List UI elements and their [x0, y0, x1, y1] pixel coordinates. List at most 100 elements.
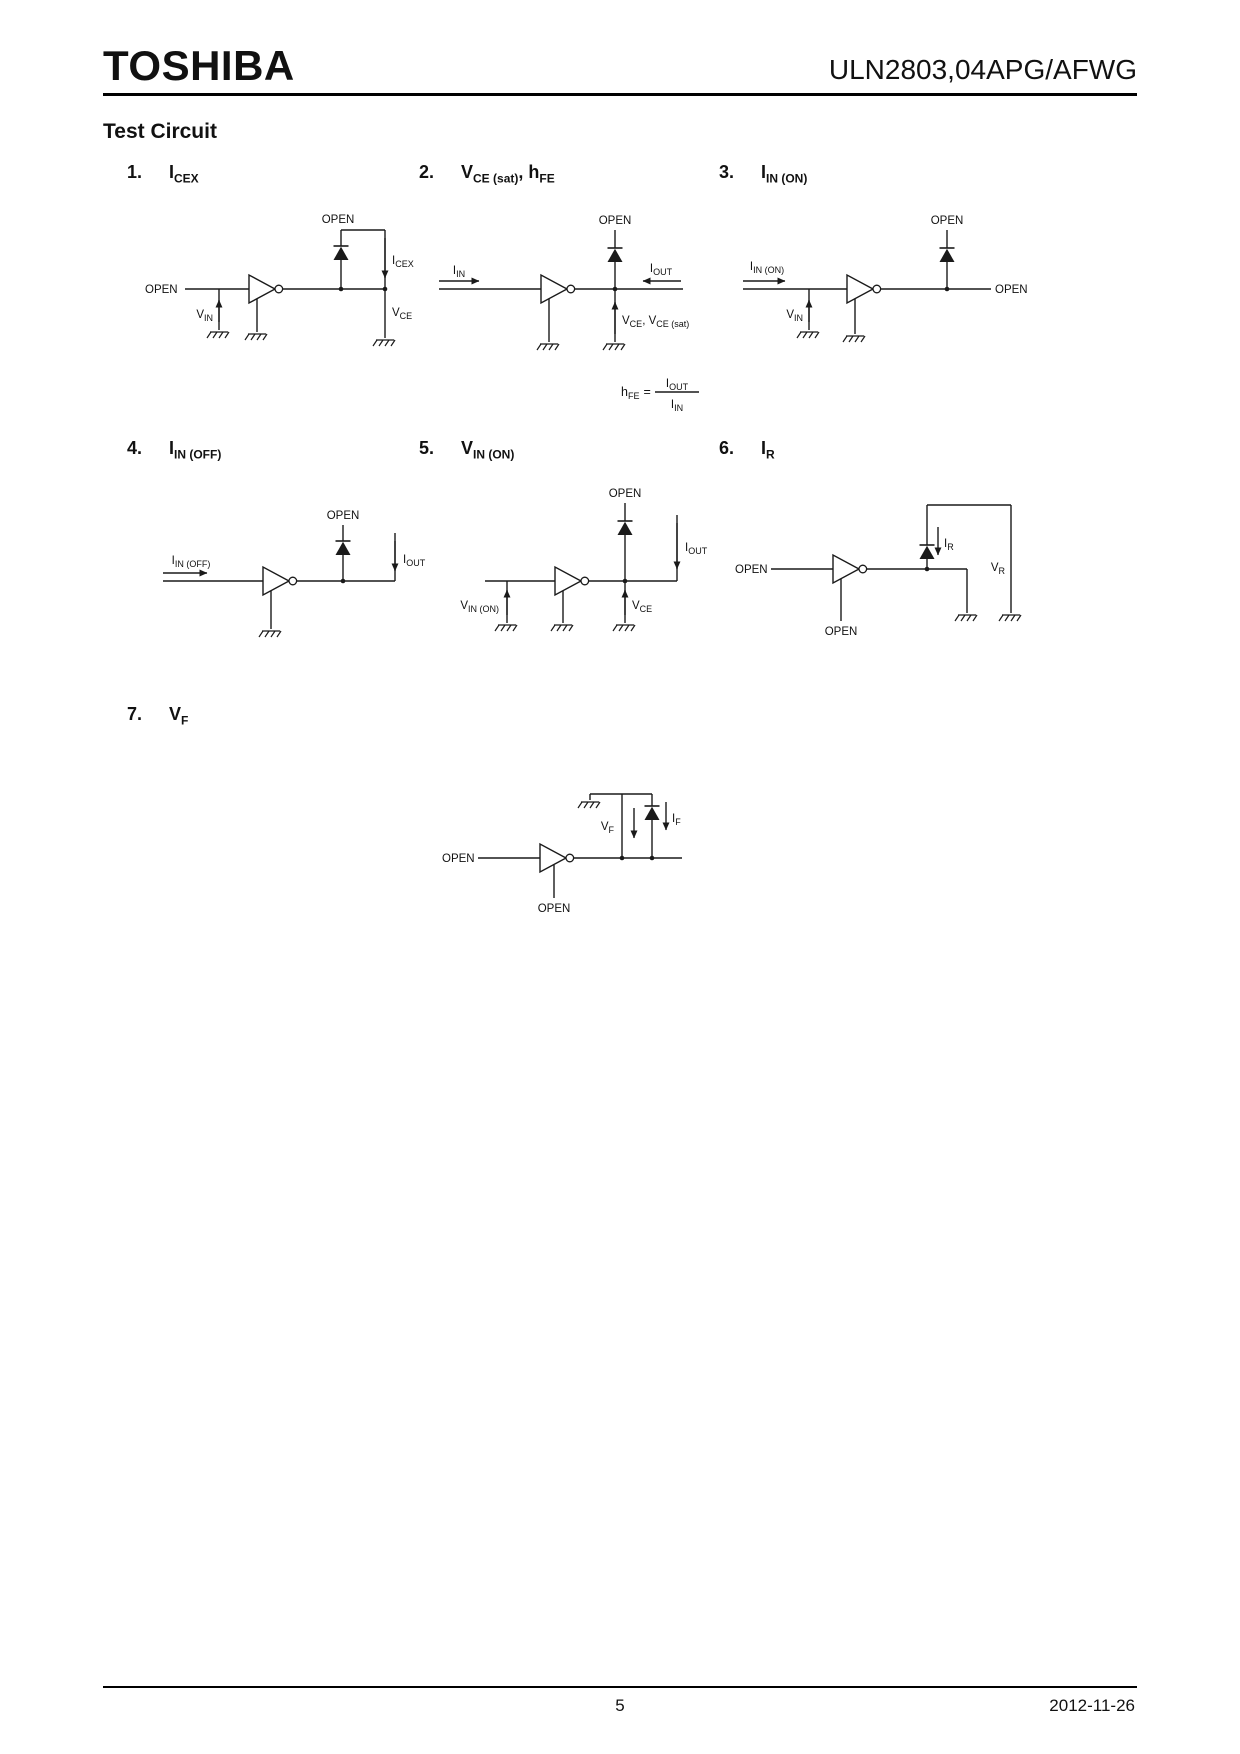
diode-icon: [938, 246, 956, 263]
circuit-6-diagram: OPEN IR VR OPEN: [735, 504, 1022, 638]
inverter-gate-symbol: [846, 273, 882, 304]
junction-dot: [338, 286, 344, 291]
hfe-numerator: IOUT: [666, 378, 689, 392]
circuit-4-diagram: IIN (OFF) OPEN IOUT: [163, 510, 426, 638]
current-arrows: [503, 523, 681, 616]
ground-icon: [842, 334, 866, 343]
inverter-gate-symbol: [540, 273, 576, 304]
circuit-number: 3.: [719, 162, 735, 182]
current-arrows: [630, 801, 670, 839]
circuit-wiring: [439, 229, 699, 393]
circuit-number: 2.: [419, 162, 435, 182]
open-bottom-label: OPEN: [825, 626, 858, 638]
diode-icon: [606, 246, 624, 263]
circuit-wiring: [185, 228, 386, 338]
inverter-gate-symbol: [248, 273, 284, 304]
circuit-wiring: [771, 504, 1012, 622]
circuit-title-text: IR: [761, 437, 775, 462]
circuit-number: 4.: [127, 437, 143, 458]
open-top-label: OPEN: [327, 510, 360, 522]
circuit-1: 1. ICEX: [103, 162, 414, 399]
circuit-title-text: VIN (ON): [461, 437, 515, 462]
junction-dot: [649, 855, 655, 861]
ground-icon: [577, 801, 601, 809]
open-top-label: OPEN: [609, 488, 642, 500]
circuit-3-title: 3. IIN (ON): [695, 162, 1137, 186]
circuit-4: 4. IIN (OFF): [103, 438, 426, 670]
ir-label: IR: [944, 538, 954, 552]
open-left-label: OPEN: [442, 853, 475, 865]
diode-icon: [332, 244, 350, 261]
inverter-gate-symbol: [262, 566, 298, 597]
circuit-title-text: IIN (ON): [761, 162, 808, 186]
circuit-2-title: 2. VCE (sat), hFE: [395, 162, 695, 186]
vin-on-label: VIN (ON): [460, 600, 499, 614]
toshiba-logo: TOSHIBA: [103, 42, 295, 89]
open-left-label: OPEN: [735, 564, 768, 576]
ground-icon: [602, 342, 626, 351]
circuit-2: 2. VCE (sat), hFE: [395, 162, 699, 418]
current-arrows: [743, 277, 813, 322]
iin-on-label: IIN (ON): [750, 261, 784, 275]
diode-icon: [918, 544, 936, 560]
vce-label: VCE: [632, 600, 652, 614]
ground-icon: [550, 624, 574, 632]
circuit-6: 6. IR: [695, 438, 1137, 675]
junction-dot: [340, 578, 346, 584]
icex-label: ICEX: [392, 255, 414, 269]
circuit-7: 7. VF: [103, 704, 1137, 936]
circuit-number: 7.: [127, 704, 143, 725]
current-arrows: [163, 541, 399, 577]
ground-icon: [494, 624, 518, 632]
circuit-3: 3. IIN (ON): [695, 162, 1137, 399]
inverter-gate-symbol: [832, 554, 868, 585]
circuit-wiring: [743, 229, 991, 334]
iin-off-label: IIN (OFF): [172, 555, 211, 569]
circuit-5-diagram: OPEN VIN (ON) IOUT VCE: [460, 488, 708, 632]
circuit-1-diagram: OPEN OPEN VIN ICEX VCE: [145, 214, 414, 347]
junction-dot: [382, 286, 388, 291]
diode-icon: [616, 520, 634, 536]
ground-icon: [372, 338, 396, 347]
circuit-7-diagram: OPEN VF IF OPEN: [442, 793, 682, 915]
circuit-3-diagram: IIN (ON) VIN OPEN OPEN: [743, 215, 1028, 343]
open-top-label: OPEN: [599, 215, 632, 227]
junction-dot: [924, 566, 930, 572]
ground-icon: [954, 614, 978, 622]
ground-icon: [796, 330, 820, 339]
diode-icon: [334, 540, 352, 556]
junction-dot: [622, 578, 628, 584]
header-divider: [103, 93, 1137, 96]
document-title: ULN2803,04APG/AFWG: [828, 54, 1137, 85]
circuit-title-text: VF: [169, 704, 189, 728]
ground-icon: [206, 330, 230, 339]
vce-label: VCE: [392, 307, 412, 321]
open-top-label: OPEN: [931, 215, 964, 227]
page-content: TOSHIBA ULN2803,04APG/AFWG Test Circuit …: [103, 42, 1137, 936]
vf-label: VF: [601, 821, 615, 835]
circuit-row-2: 4. IIN (OFF): [103, 438, 1137, 685]
footer-divider: [103, 1686, 1137, 1688]
junction-dot: [944, 286, 950, 291]
open-bottom-label: OPEN: [538, 903, 571, 915]
open-left-label: OPEN: [145, 284, 178, 296]
circuit-number: 6.: [719, 437, 735, 458]
vr-label: VR: [991, 562, 1006, 576]
circuit-row-1: 1. ICEX: [103, 162, 1137, 418]
hfe-lhs: hFE=: [621, 385, 651, 401]
junction-dot: [619, 855, 625, 861]
circuit-title-text: IIN (OFF): [169, 437, 222, 462]
vin-label: VIN: [786, 309, 803, 323]
ground-icon: [612, 624, 636, 632]
circuit-wiring: [478, 793, 682, 898]
hfe-formula: hFE= IOUT IIN: [621, 378, 689, 413]
circuit-4-title: 4. IIN (OFF): [103, 438, 395, 462]
if-label: IF: [672, 813, 681, 827]
ground-icon: [998, 614, 1022, 622]
open-top-label: OPEN: [322, 214, 355, 226]
diode-icon: [643, 804, 661, 821]
junction-dot: [612, 286, 618, 291]
circuit-title-text: ICEX: [169, 162, 199, 186]
hfe-denominator: IIN: [671, 399, 683, 413]
